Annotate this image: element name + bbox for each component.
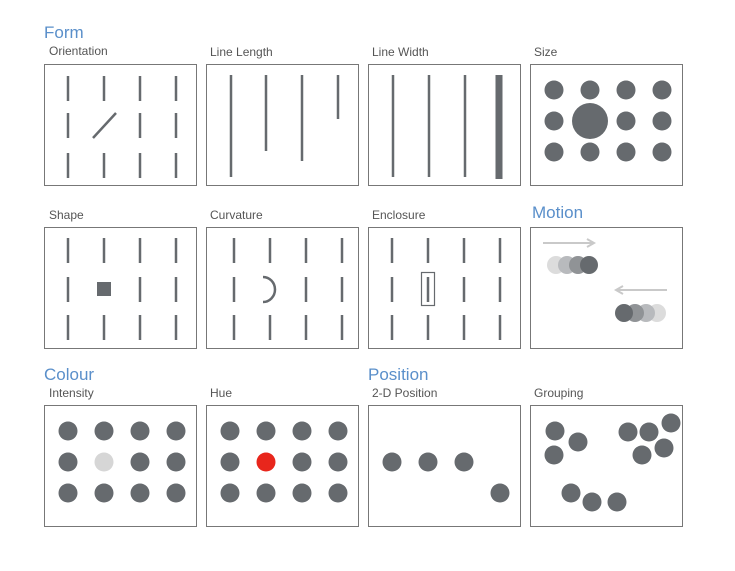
panel-intensity xyxy=(44,405,197,527)
panel-hue xyxy=(206,405,359,527)
line-width-diagram xyxy=(391,75,503,179)
panel-orientation xyxy=(44,64,197,186)
heading-motion: Motion xyxy=(532,203,584,222)
heading-form: Form xyxy=(44,23,84,42)
panel-motion xyxy=(530,227,683,349)
shape-diagram xyxy=(66,238,178,340)
enclosure-diagram xyxy=(390,238,502,340)
panel-size xyxy=(530,64,683,186)
label-line-length: Line Length xyxy=(210,45,273,59)
panel-curvature xyxy=(206,227,359,349)
label-line-width: Line Width xyxy=(372,45,429,59)
size-diagram xyxy=(544,80,672,162)
grouping-diagram xyxy=(544,413,681,512)
2d-position-diagram xyxy=(382,452,510,503)
panel-shape xyxy=(44,227,197,349)
line-length-diagram xyxy=(229,75,340,177)
label-hue: Hue xyxy=(210,386,233,400)
label-grouping: Grouping xyxy=(534,386,584,400)
label-orientation: Orientation xyxy=(49,44,108,58)
intensity-diagram xyxy=(58,421,186,503)
hue-diagram xyxy=(220,421,348,503)
panel-line-length xyxy=(206,64,359,186)
heading-position: Position xyxy=(368,365,429,384)
label-enclosure: Enclosure xyxy=(372,208,426,222)
panel-grouping xyxy=(530,405,683,527)
panel-enclosure xyxy=(368,227,521,349)
label-size: Size xyxy=(534,45,558,59)
label-curvature: Curvature xyxy=(210,208,263,222)
curvature-diagram xyxy=(232,238,344,340)
panel-2d-position xyxy=(368,405,521,527)
label-2d-position: 2-D Position xyxy=(372,386,438,400)
heading-colour: Colour xyxy=(44,365,95,384)
label-intensity: Intensity xyxy=(49,386,94,400)
label-shape: Shape xyxy=(49,208,84,222)
orientation-diagram xyxy=(66,76,178,178)
panel-line-width xyxy=(368,64,521,186)
motion-diagram xyxy=(543,238,667,322)
